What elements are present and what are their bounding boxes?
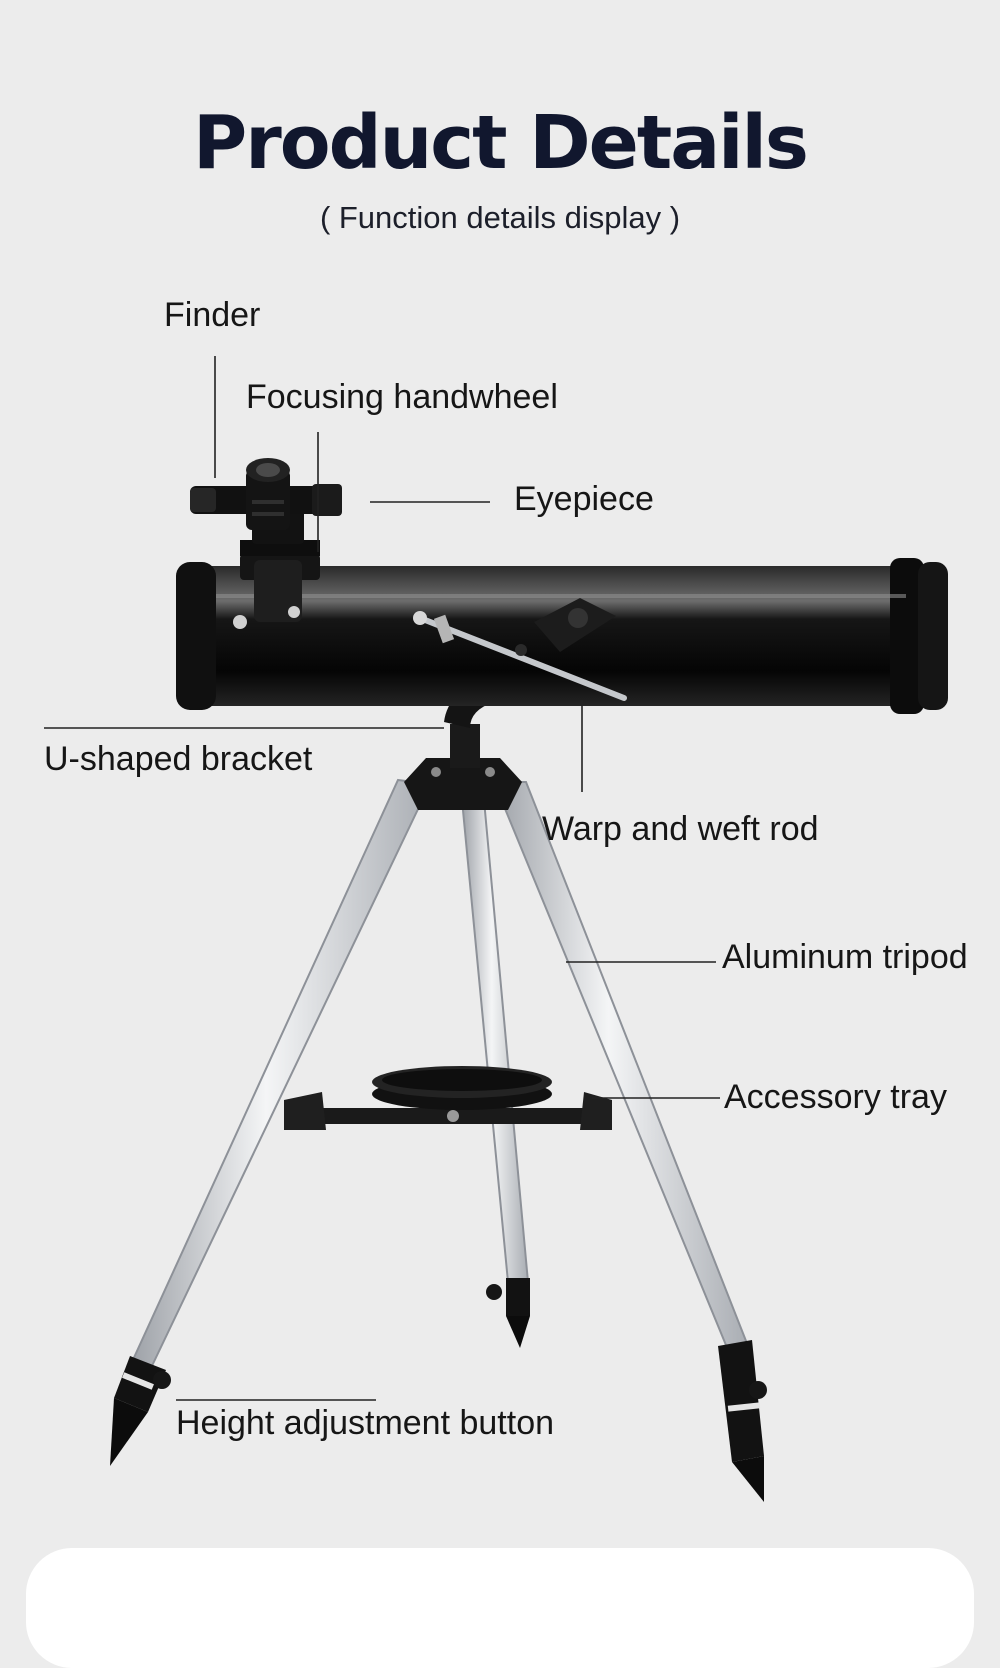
eyepiece: [246, 458, 290, 530]
callout-eyepiece: Eyepiece: [514, 480, 654, 518]
accessory-tray: [372, 1066, 552, 1110]
callout-leader-lines: [44, 356, 720, 1401]
tripod-leg-right: [492, 781, 750, 1352]
callout-height-adjustment-button: Height adjustment button: [176, 1404, 555, 1442]
page-subtitle: ( Function details display ): [319, 200, 681, 235]
telescope-illustration: [44, 356, 948, 1502]
bottom-white-card: [26, 1548, 974, 1668]
spreader-bar: [284, 1092, 612, 1130]
warp-and-weft-rod: [413, 598, 627, 701]
product-details-panel: Product Details ( Function details displ…: [26, 100, 974, 1668]
callout-warp-and-weft-rod: Warp and weft rod: [542, 810, 819, 848]
page-title: Product Details: [193, 100, 809, 186]
callout-focusing-handwheel: Focusing handwheel: [246, 378, 558, 416]
tripod-head: [404, 724, 522, 810]
tripod-feet: [110, 1278, 764, 1502]
callout-accessory-tray: Accessory tray: [724, 1078, 947, 1116]
callout-finder: Finder: [164, 296, 261, 334]
height-adjustment-knobs: [153, 1284, 767, 1399]
callout-u-shaped-bracket: U-shaped bracket: [44, 740, 313, 778]
callout-aluminum-tripod: Aluminum tripod: [722, 938, 968, 976]
tripod-leg-center: [460, 799, 530, 1283]
finder-scope: [190, 484, 342, 516]
